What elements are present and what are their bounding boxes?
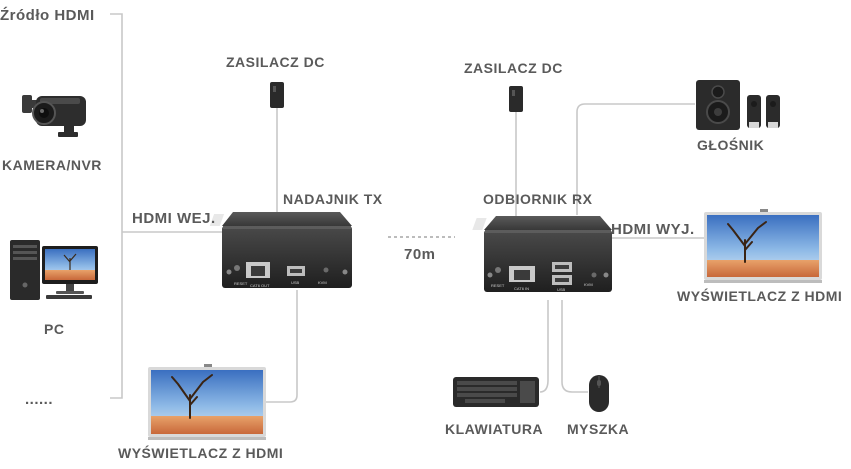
- tx-port-reset-text: RESET: [234, 281, 248, 286]
- rx-port-usb-text: USB: [557, 287, 566, 292]
- camera-icon: [22, 95, 86, 137]
- keyboard-icon: [453, 377, 539, 407]
- tx-port-kvm-text: KVM: [318, 280, 327, 285]
- speaker-icon: [696, 80, 780, 130]
- speaker-line: [576, 103, 695, 215]
- more-sources-label: ......: [25, 391, 54, 408]
- distance-label: 70m: [404, 246, 436, 263]
- tx-port-usb-text: USB: [291, 280, 300, 285]
- hdmi-input-label: HDMI WEJ.: [132, 210, 216, 227]
- rx-power-adapter-icon: [509, 86, 523, 112]
- rx-power-label: ZASILACZ DC: [464, 60, 563, 76]
- source-title: Źródło HDMI: [0, 7, 95, 24]
- pc-icon: [10, 240, 98, 300]
- connection-lines: [110, 13, 706, 403]
- mouse-line: [561, 300, 588, 393]
- receiver-label: ODBIORNIK RX: [483, 191, 593, 207]
- pc-label: PC: [44, 321, 65, 337]
- tx-loop-out-line: [265, 290, 298, 403]
- speaker-label: GŁOŚNIK: [697, 137, 765, 153]
- display-rx-label: WYŚWIETLACZ Z HDMI: [677, 288, 843, 304]
- transmitter-label: NADAJNIK TX: [283, 191, 383, 207]
- rx-port-kvm-text: KVM: [584, 282, 593, 287]
- display-rx-icon: [704, 209, 822, 283]
- display-tx-icon: [148, 364, 266, 440]
- keyboard-label: KLAWIATURA: [445, 421, 544, 437]
- mouse-label: MYSZKA: [567, 421, 630, 437]
- mouse-icon: [589, 375, 609, 412]
- receiver-device: RESET CAT6 IN USB KVM: [472, 216, 612, 292]
- tx-power-adapter-icon: [270, 82, 284, 108]
- tx-port-cat6-text: CAT6 OUT: [250, 283, 270, 288]
- display-tx-label: WYŚWIETLACZ Z HDMI: [118, 445, 284, 461]
- transmitter-device: RESET CAT6 OUT USB KVM: [209, 212, 352, 288]
- tx-power-label: ZASILACZ DC: [226, 54, 325, 70]
- rx-port-reset-text: RESET: [491, 283, 505, 288]
- rx-port-cat6-text: CAT6 IN: [514, 286, 529, 291]
- camera-label: KAMERA/NVR: [2, 157, 102, 173]
- keyboard-line: [539, 300, 549, 393]
- source-bus-line: [110, 13, 123, 399]
- hdmi-output-label: HDMI WYJ.: [611, 221, 695, 238]
